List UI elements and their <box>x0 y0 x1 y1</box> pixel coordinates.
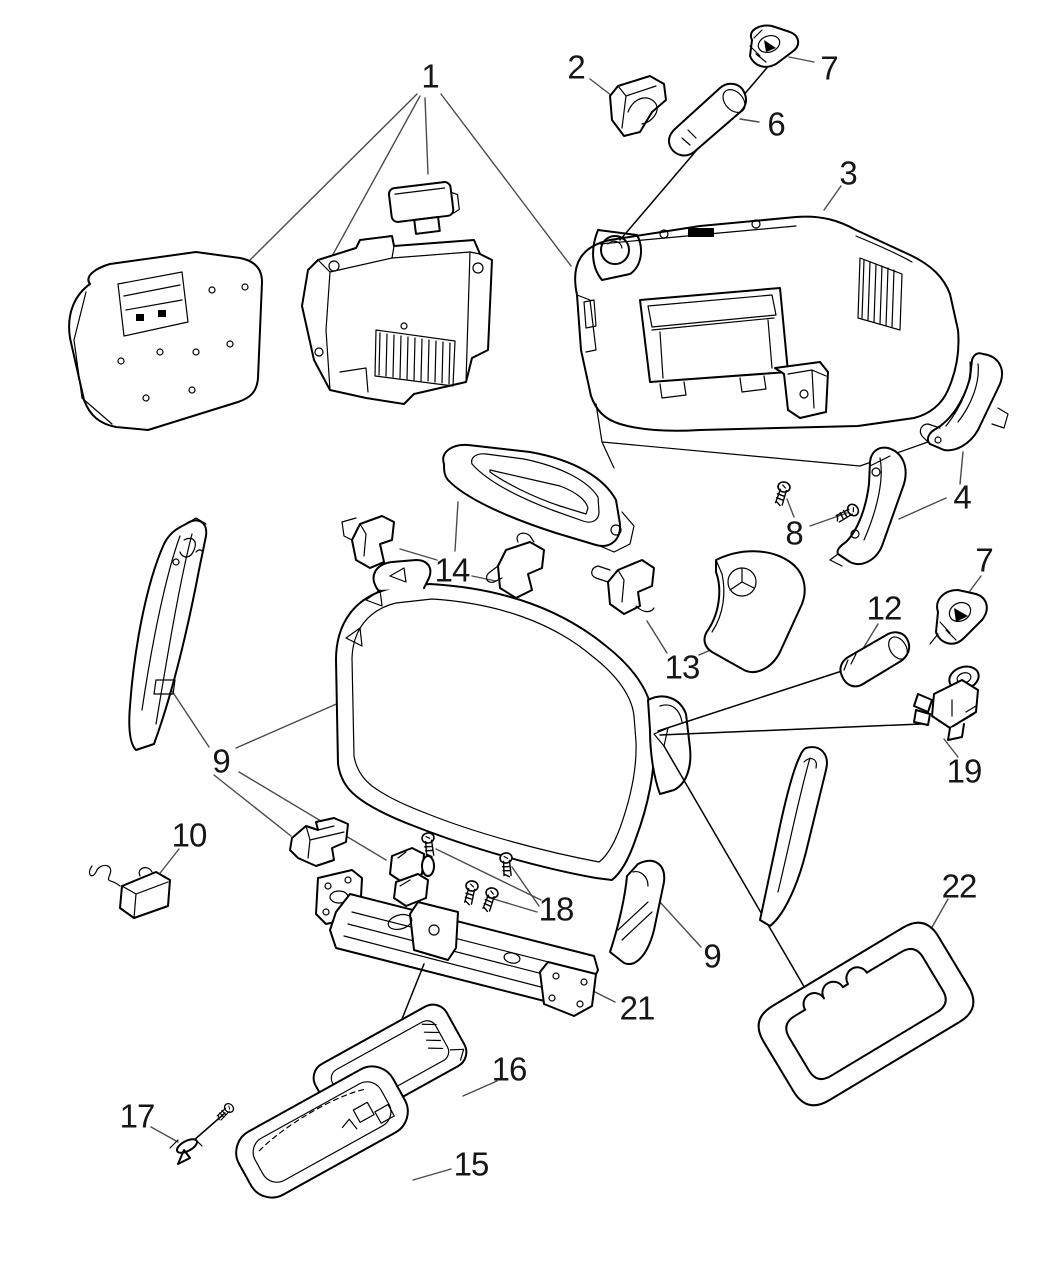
callout-19[interactable]: 19 <box>946 752 983 790</box>
part-top-cover <box>442 443 635 553</box>
part-retainer-clip-13 <box>591 559 655 615</box>
part-screw-8b <box>833 501 862 527</box>
callout-18[interactable]: 18 <box>538 890 575 928</box>
part-push-pin <box>169 1101 236 1165</box>
callout-12[interactable]: 12 <box>866 589 903 627</box>
callout-2[interactable]: 2 <box>567 48 585 86</box>
part-cover-clip-left <box>341 515 395 569</box>
callout-15[interactable]: 15 <box>453 1145 490 1183</box>
part-knob-lower <box>929 589 988 645</box>
part-connector <box>913 665 980 741</box>
callout-22[interactable]: 22 <box>941 867 978 905</box>
part-console-bezel <box>335 559 692 965</box>
part-module <box>387 181 460 235</box>
callout-13[interactable]: 13 <box>664 648 701 686</box>
part-lamp-socket <box>389 847 435 907</box>
part-cover-clip-right <box>485 532 545 599</box>
callout-6[interactable]: 6 <box>767 105 785 143</box>
part-pillar-trim-right <box>759 746 828 927</box>
leader-lines <box>150 56 982 1181</box>
callout-7b[interactable]: 7 <box>975 541 993 579</box>
callout-17[interactable]: 17 <box>119 1097 156 1135</box>
part-cylinder-lamp <box>667 82 747 157</box>
callout-8[interactable]: 8 <box>785 514 803 552</box>
callout-9b[interactable]: 9 <box>703 937 721 975</box>
part-end-cap-clip <box>609 75 667 137</box>
part-cowl-trim <box>829 446 907 567</box>
part-insulation-panel-left <box>68 251 263 431</box>
callout-10[interactable]: 10 <box>171 816 208 854</box>
callout-3[interactable]: 3 <box>839 154 857 192</box>
part-knob-upper <box>749 24 800 68</box>
part-support-rail <box>315 869 599 1017</box>
part-pillar-trim-left <box>128 517 208 751</box>
part-bin-door <box>235 1065 409 1199</box>
part-socket-wire <box>88 864 171 919</box>
callout-4[interactable]: 4 <box>953 478 971 516</box>
assembly-lines-console <box>657 670 922 991</box>
part-end-wing-13 <box>703 550 806 673</box>
callout-7a[interactable]: 7 <box>820 49 838 87</box>
callout-9a[interactable]: 9 <box>212 742 230 780</box>
part-mounting-bracket-panel <box>301 235 493 405</box>
callout-21[interactable]: 21 <box>619 989 656 1027</box>
part-cluster-hood <box>574 215 960 469</box>
callout-1[interactable]: 1 <box>421 57 439 95</box>
callout-16[interactable]: 16 <box>491 1050 528 1088</box>
part-support-bracket <box>919 352 1009 452</box>
part-retainer-clip-9 <box>289 817 349 867</box>
part-bulb-cylinder <box>839 631 911 688</box>
callout-14[interactable]: 14 <box>434 551 471 589</box>
part-outlet-bezel <box>757 921 975 1107</box>
